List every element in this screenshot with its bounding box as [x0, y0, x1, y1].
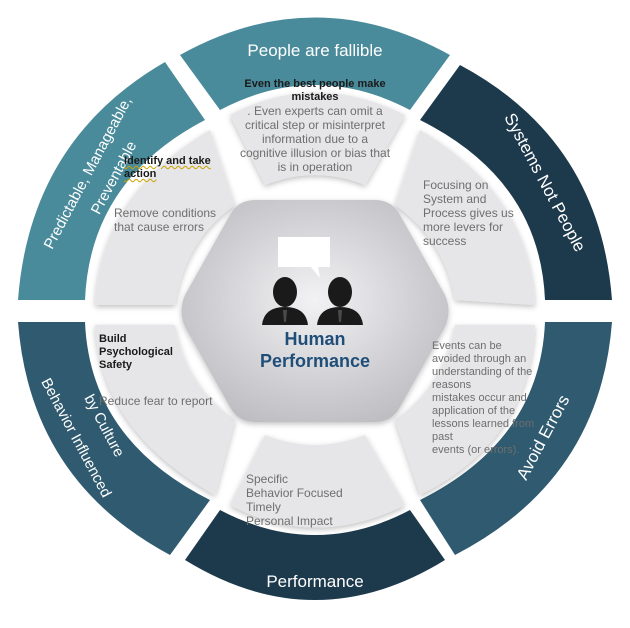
segment-heading: Identify and take [124, 155, 211, 167]
segment-heading: Safety [99, 359, 133, 371]
band-behavior-influenced [18, 322, 210, 555]
person-icon [262, 277, 308, 325]
segment-body-line: more levers for [423, 220, 504, 234]
segment-body-line: Behavior Focused [246, 486, 343, 500]
segment-text-avoid-errors: Events can be avoided through an underst… [432, 340, 542, 457]
segment-body-line: Events can be [432, 340, 502, 352]
center-title-line2: Performance [259, 351, 371, 371]
segment-text-systems-not-people: Focusing on System and Process gives us … [423, 178, 533, 248]
band-systems-not-people [420, 65, 612, 300]
segment-body-line: success [423, 234, 467, 248]
segment-body-line: events (or errors). [432, 444, 520, 456]
segment-body-line: lessons learned from [432, 418, 535, 430]
segment-text-predictable: Identify and take action [124, 155, 234, 181]
segment-body-line: Focusing on [423, 178, 489, 192]
segment-body-line: that cause errors [114, 220, 205, 234]
segment-heading: Build [99, 333, 127, 345]
segment-body-line: information due to a [261, 132, 369, 146]
center-title: Human Performance [230, 328, 400, 372]
band-predictable [18, 62, 205, 300]
center-title-line1: Human [284, 329, 346, 349]
segment-text-people-fallible: Even the best people make mistakes . Eve… [230, 78, 400, 174]
segment-body-line: is in operation [277, 160, 353, 174]
segment-heading: mistakes [291, 91, 339, 103]
segment-predictable [95, 130, 235, 305]
person-icon [317, 277, 363, 325]
segment-systems-not-people [395, 130, 535, 305]
segment-body-line: avoided through an [432, 353, 527, 365]
segment-body-line: Specific [246, 472, 289, 486]
segment-text-behavior-influenced: Build Psychological Safety Reduce fear t… [99, 333, 229, 408]
band-performance [185, 510, 445, 600]
segment-body-line: Reduce fear to report [99, 394, 213, 408]
segment-heading: Even the best people make [244, 78, 386, 90]
segment-body-line: Process gives us [423, 206, 514, 220]
segment-behavior-influenced [95, 325, 235, 495]
segment-text-performance: Specific Behavior Focused Timely Persona… [246, 472, 396, 528]
segment-body-line: Personal Impact [246, 514, 333, 528]
segment-body-line: reasons [432, 379, 472, 391]
band-avoid-errors [420, 322, 612, 555]
segment-text-predictable-body: Remove conditions that cause errors [114, 206, 234, 234]
segment-body-line: past [432, 431, 453, 443]
segment-performance [230, 435, 405, 528]
segment-people-fallible [230, 92, 405, 185]
band-people-fallible [180, 17, 450, 110]
segment-avoid-errors [395, 325, 535, 495]
band-label-people-fallible: People are fallible [247, 41, 382, 60]
segment-body-line: critical step or misinterpret [244, 118, 386, 132]
band-label-performance: Performance [266, 572, 363, 591]
speech-bubble-icon [278, 237, 330, 278]
segment-body-line: Timely [246, 500, 281, 514]
segment-heading: Psychological [99, 346, 173, 358]
segment-body-line: . Even experts can omit a [247, 104, 383, 118]
segment-body-line: understanding of the [432, 366, 533, 378]
segment-body-line: mistakes occur and [432, 392, 527, 404]
segment-body-line: System and [423, 192, 487, 206]
center-hexagon [181, 200, 449, 422]
segment-body-line: Remove conditions [114, 206, 217, 220]
segment-heading: action [124, 168, 157, 180]
segment-body-line: cognitive illusion or bias that [239, 146, 391, 160]
segment-body-line: application of the [432, 405, 516, 417]
